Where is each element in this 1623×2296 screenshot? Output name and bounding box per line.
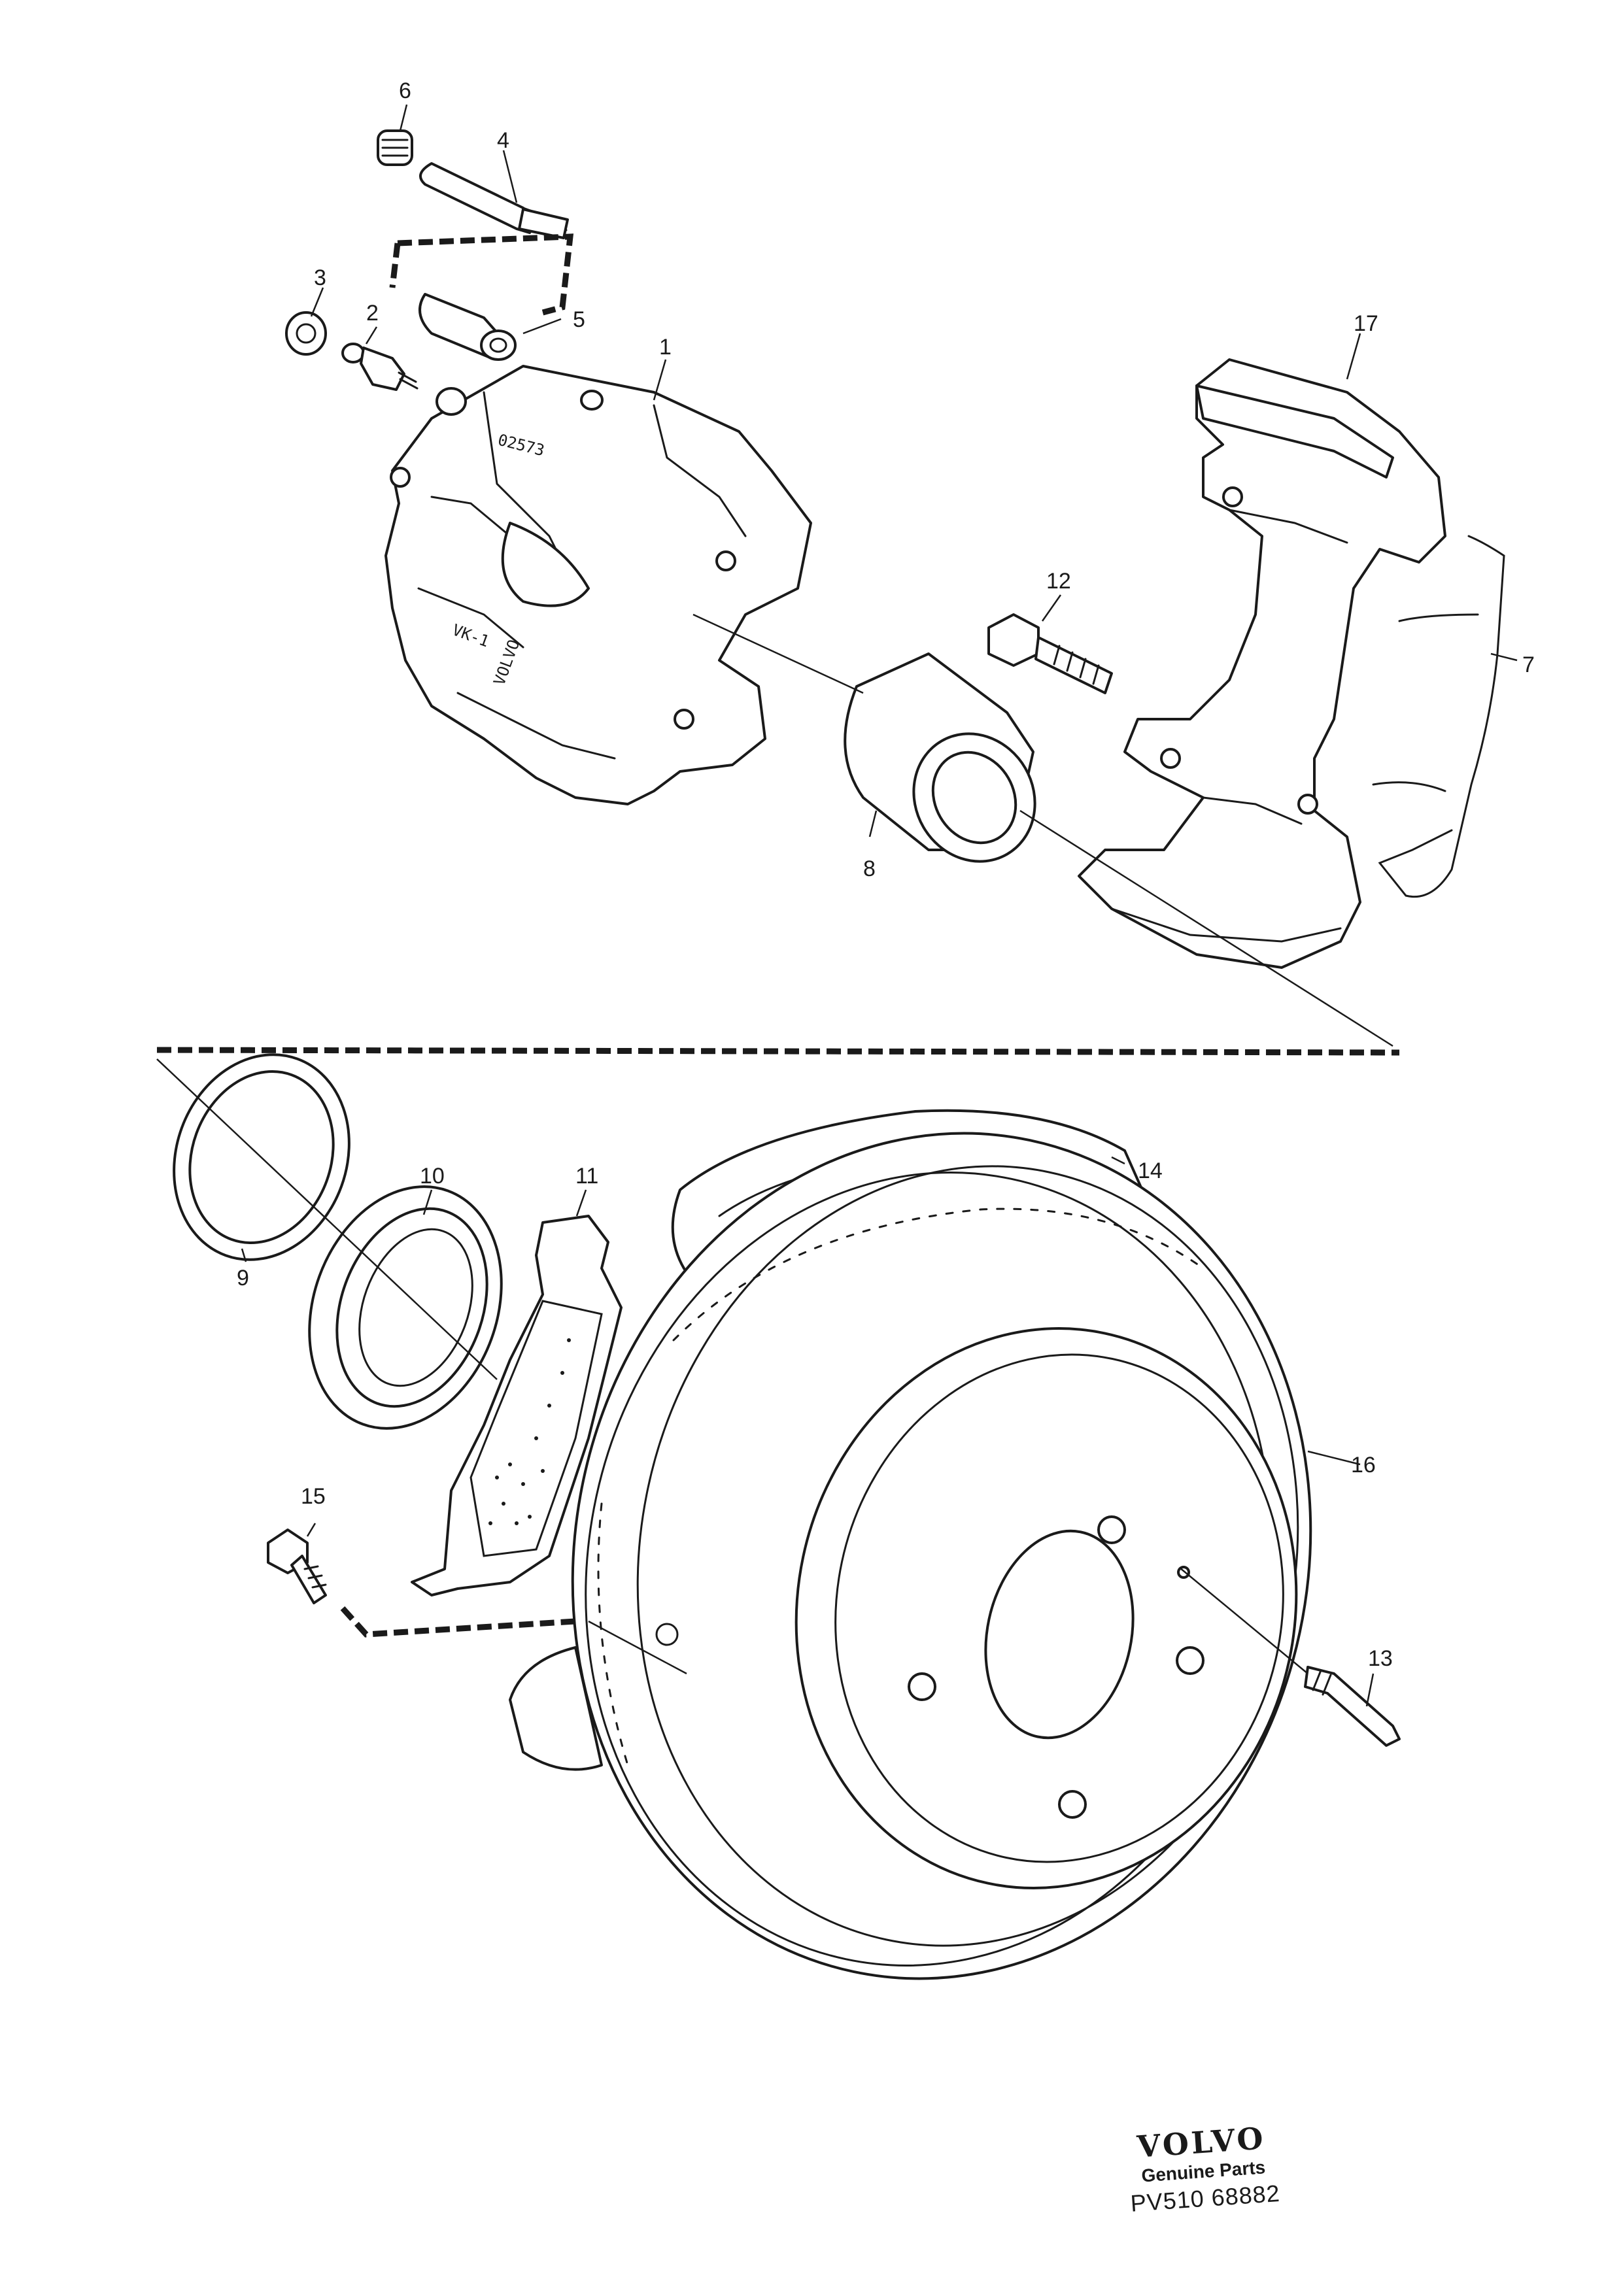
part-8-piston [844, 652, 1036, 863]
part-4-guide-pin [419, 162, 569, 239]
callout-5: 5 [573, 307, 585, 332]
pad-friction-texture [488, 1338, 571, 1525]
callout-7: 7 [1522, 652, 1535, 677]
callout-3: 3 [314, 265, 326, 290]
callout-13: 13 [1368, 1646, 1393, 1671]
callout-labels: 6 4 5 3 2 1 17 12 7 8 14 10 11 9 16 13 1… [237, 78, 1535, 1671]
part-5-guide-bushing [389, 233, 574, 361]
part-15-pad-bolt [267, 1528, 327, 1604]
volvo-genuine-parts-stamp: VOLVO Genuine Parts PV510 68882 [1102, 2118, 1305, 2220]
part-1-caliper-housing: 02573 VOLVO VK-1 [384, 365, 812, 805]
part-6-dust-cap [377, 129, 413, 166]
assembly-lines [156, 613, 1400, 1675]
callout-17: 17 [1354, 311, 1378, 336]
callout-16: 16 [1351, 1453, 1376, 1477]
part-7-anti-rattle-spring [1372, 535, 1505, 898]
part-16-brake-rotor [571, 1132, 1312, 1980]
part-13-wheel-stud [1304, 1666, 1401, 1747]
part-17-caliper-bracket [1078, 358, 1446, 969]
callout-1: 1 [659, 335, 672, 360]
callout-14: 14 [1138, 1158, 1163, 1183]
part-11-brake-pad [411, 1215, 623, 1596]
part-12-bracket-bolt [987, 613, 1113, 694]
callout-2: 2 [366, 301, 379, 326]
callout-15: 15 [301, 1484, 326, 1509]
callout-4: 4 [497, 128, 509, 153]
callout-leaders [241, 104, 1518, 1707]
callout-8: 8 [863, 856, 876, 881]
part-2-bleeder-screw [341, 343, 419, 391]
callout-9: 9 [237, 1266, 249, 1291]
callout-6: 6 [399, 78, 411, 103]
callout-11: 11 [575, 1164, 598, 1189]
callout-10: 10 [420, 1164, 445, 1189]
callout-12: 12 [1046, 569, 1071, 594]
part-3-bleeder-cap [285, 311, 327, 356]
